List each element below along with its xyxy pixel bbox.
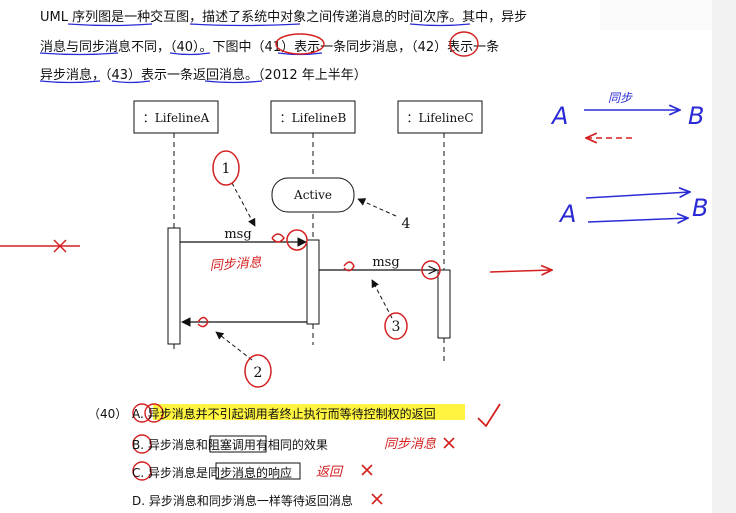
option-a-letter: A.	[132, 407, 144, 421]
callout-4: 4	[402, 216, 411, 232]
activation-a	[167, 227, 181, 345]
activation-c	[437, 269, 451, 339]
option-a-text: 异步消息并不引起调用者终止执行而等待控制权的返回	[147, 407, 436, 421]
option-c-letter: C.	[132, 466, 145, 480]
side-point-b-bottom: B	[692, 194, 708, 222]
option-a: A. 异步消息并不引起调用者终止执行而等待控制权的返回	[132, 405, 436, 422]
question-line-1: UML 序列图是一种交互图，描述了系统中对象之间传递消息的时间次序。其中，异步	[40, 10, 528, 25]
option-d-letter: D.	[132, 494, 146, 508]
activation-b	[306, 239, 320, 325]
pen-marks-side	[584, 110, 690, 222]
active-label: Active	[293, 188, 332, 202]
side-point-b-top: B	[688, 102, 704, 130]
question-line-2: 消息与同步消息不同，（40）。下图中（41）表示一条同步消息，（42）表示一条	[40, 40, 500, 55]
side-point-a-bottom: A	[558, 200, 576, 228]
option-b-note: 同步消息	[384, 436, 436, 452]
option-b: B. 异步消息和阻塞调用有相同的效果	[132, 436, 328, 453]
callout-3: 3	[392, 319, 401, 335]
option-c-note: 返回	[316, 465, 344, 480]
sync-msg-label: msg	[224, 227, 251, 242]
lifeline-a	[133, 100, 219, 352]
lifeline-b-label: ：LifelineB	[280, 111, 347, 125]
async-msg-label: msg	[372, 255, 399, 270]
lifeline-c	[397, 100, 483, 362]
pen-underlines	[39, 23, 471, 84]
lifeline-b	[270, 100, 356, 345]
option-d-text: 异步消息和同步消息一样等待返回消息	[148, 494, 353, 508]
question-number: （40）	[88, 407, 128, 421]
lifeline-a-label: ：LifelineA	[143, 111, 210, 125]
pen-circles-question	[275, 31, 479, 57]
option-d: D. 异步消息和同步消息一样等待返回消息	[132, 492, 353, 509]
option-b-letter: B.	[132, 438, 145, 452]
side-label-sync: 同步	[608, 91, 633, 105]
active-state	[271, 177, 355, 213]
side-point-a-top: A	[550, 102, 568, 130]
option-b-text: 异步消息和阻塞调用有相同的效果	[147, 438, 328, 452]
right-strip	[712, 0, 736, 513]
callout-arrows	[215, 182, 397, 361]
option-c: C. 异步消息是同步消息的响应	[132, 464, 292, 481]
callout-1: 1	[222, 161, 231, 177]
option-c-text: 异步消息是同步消息的响应	[148, 466, 293, 480]
sync-note: 同步消息	[209, 254, 262, 274]
callout-2: 2	[254, 365, 263, 381]
pen-marks-options	[132, 403, 501, 505]
question-line-3: 异步消息，（43）表示一条返回消息。（2012 年上半年）	[40, 68, 367, 83]
lifeline-c-label: ：LifelineC	[406, 111, 473, 125]
top-band	[600, 0, 712, 30]
pen-marks-diagram	[0, 138, 632, 388]
